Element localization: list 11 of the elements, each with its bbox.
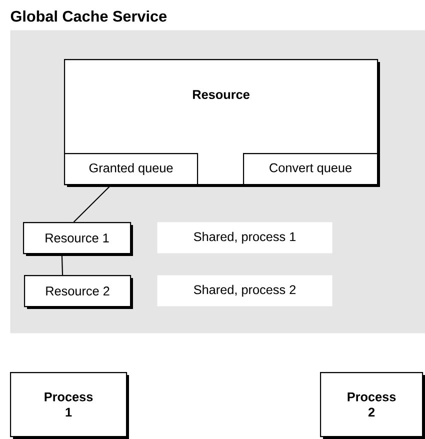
status-box: Shared, process 2 — [157, 275, 332, 306]
node-label: Global Cache Service — [10, 10, 167, 22]
connector-line — [73, 184, 112, 222]
resource-box: Resource 1 — [23, 222, 133, 256]
resource-box: Resource 2 — [24, 275, 133, 309]
queue-box: Convert queue — [243, 153, 378, 186]
connector-line — [61, 254, 64, 276]
status-box: Shared, process 1 — [157, 222, 332, 254]
process-box: Process 1 — [10, 372, 129, 439]
queue-box: Granted queue — [64, 153, 198, 186]
process-box: Process 2 — [320, 372, 425, 439]
